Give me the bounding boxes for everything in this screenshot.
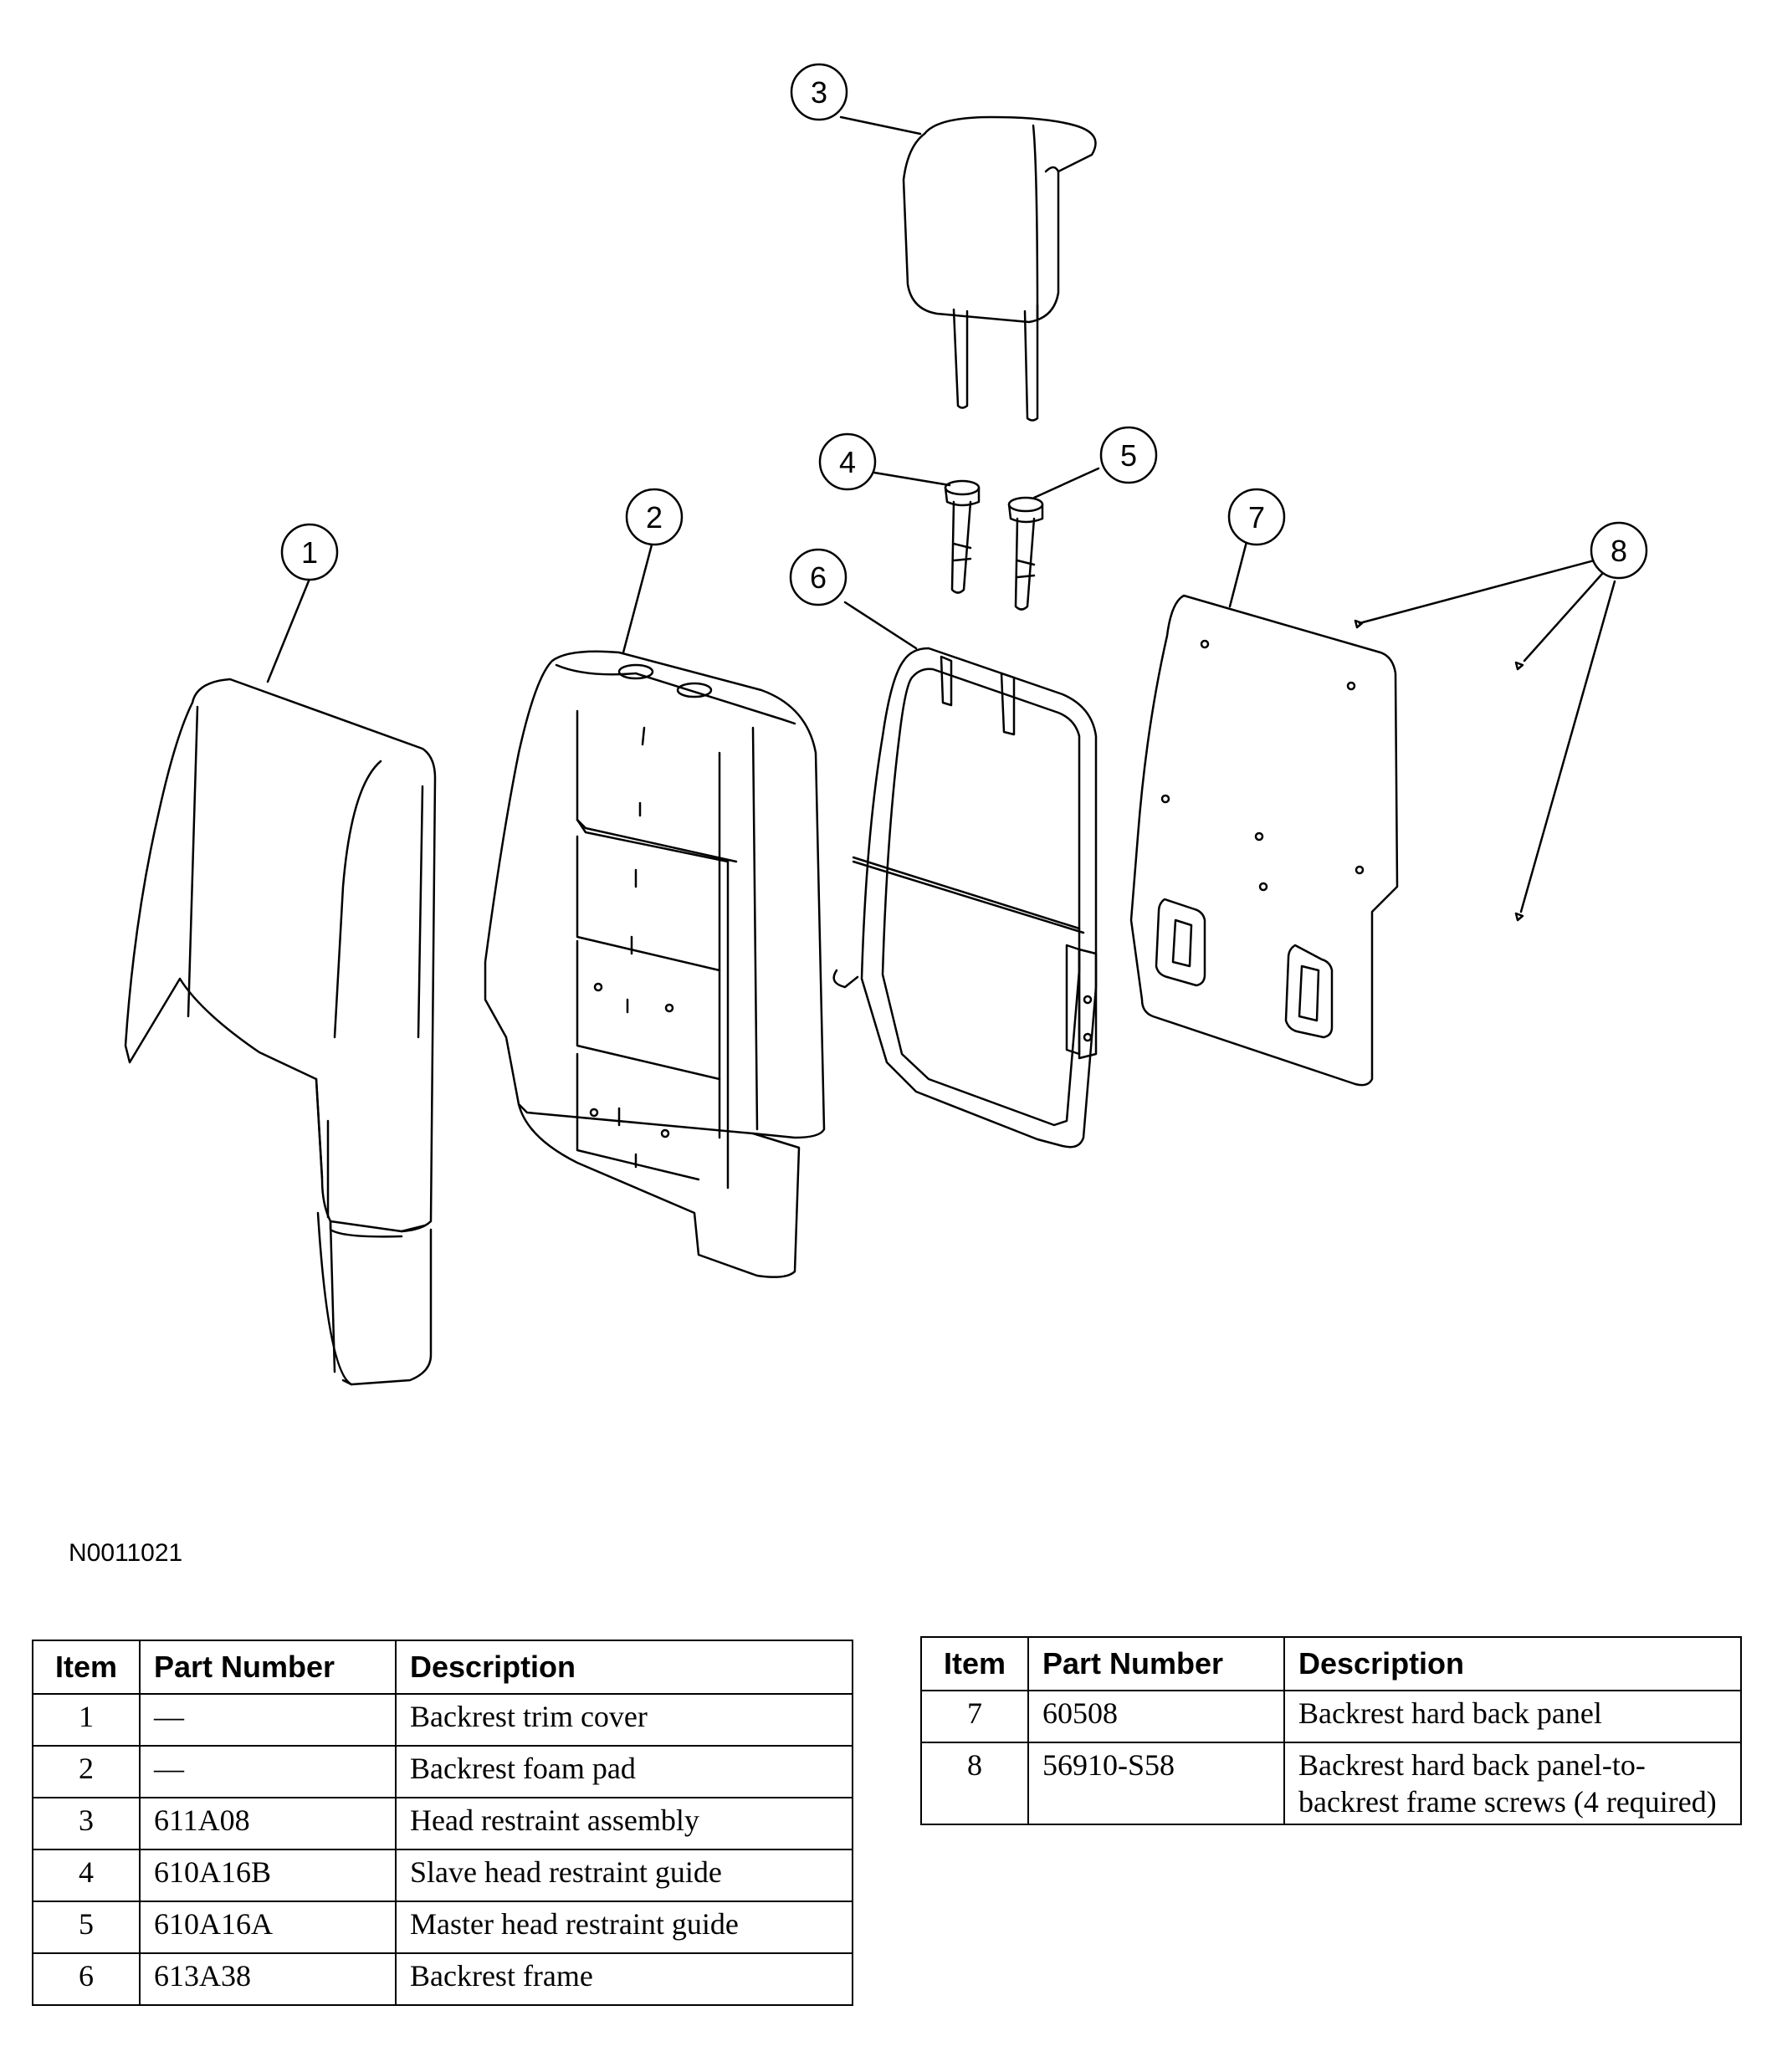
description-cell: Backrest foam pad bbox=[395, 1745, 853, 1798]
backrest-frame bbox=[832, 647, 1098, 1149]
table-row: 4 610A16B Slave head restraint guide bbox=[32, 1849, 853, 1902]
callout-4: 4 bbox=[818, 432, 877, 491]
backrest-hard-back-panel bbox=[1129, 594, 1399, 1087]
svg-text:5: 5 bbox=[1120, 438, 1137, 473]
description-cell: Backrest frame bbox=[395, 1952, 853, 2006]
backrest-foam-pad bbox=[484, 650, 826, 1278]
callout-6: 6 bbox=[789, 548, 848, 606]
hard-back-panel-screws bbox=[1354, 619, 1524, 922]
header-part-number: Part Number bbox=[1027, 1636, 1285, 1691]
backrest-trim-cover bbox=[124, 678, 437, 1386]
table-row: 6 613A38 Backrest frame bbox=[32, 1952, 853, 2006]
table-row: 3 611A08 Head restraint assembly bbox=[32, 1797, 853, 1850]
header-description: Description bbox=[1283, 1636, 1742, 1691]
item-cell: 2 bbox=[32, 1745, 141, 1798]
slave-head-restraint-guide bbox=[944, 479, 981, 594]
table-row: 5 610A16A Master head restraint guide bbox=[32, 1901, 853, 1954]
callout-8: 8 bbox=[1590, 521, 1648, 580]
parts-table-right: Item Part Number Description 7 60508 Bac… bbox=[920, 1636, 1742, 1825]
description-cell: Slave head restraint guide bbox=[395, 1849, 853, 1902]
svg-text:8: 8 bbox=[1611, 534, 1627, 568]
table-header-row: Item Part Number Description bbox=[920, 1636, 1742, 1691]
item-cell: 7 bbox=[920, 1690, 1029, 1743]
master-head-restraint-guide bbox=[1007, 496, 1044, 611]
callout-3: 3 bbox=[790, 63, 848, 121]
item-cell: 6 bbox=[32, 1952, 141, 2006]
header-description: Description bbox=[395, 1640, 853, 1695]
item-cell: 4 bbox=[32, 1849, 141, 1902]
part-number-cell: 60508 bbox=[1027, 1690, 1285, 1743]
callout-1: 1 bbox=[280, 523, 339, 581]
header-part-number: Part Number bbox=[139, 1640, 397, 1695]
table-row: 2 — Backrest foam pad bbox=[32, 1745, 853, 1798]
svg-text:3: 3 bbox=[811, 75, 827, 110]
description-cell: Head restraint assembly bbox=[395, 1797, 853, 1850]
exploded-view-diagram: 1 2 3 4 5 6 7 8 bbox=[124, 63, 1648, 1386]
part-number-cell: — bbox=[139, 1745, 397, 1798]
callout-2: 2 bbox=[625, 488, 684, 546]
part-number-cell: — bbox=[139, 1693, 397, 1747]
callout-7: 7 bbox=[1227, 488, 1286, 546]
header-item: Item bbox=[920, 1636, 1029, 1691]
svg-text:6: 6 bbox=[810, 560, 827, 595]
svg-text:7: 7 bbox=[1248, 500, 1265, 535]
svg-text:4: 4 bbox=[839, 445, 856, 479]
part-number-cell: 610A16A bbox=[139, 1901, 397, 1954]
leader-lines bbox=[266, 115, 1616, 913]
part-number-cell: 611A08 bbox=[139, 1797, 397, 1850]
description-cell: Master head restraint guide bbox=[395, 1901, 853, 1954]
item-cell: 3 bbox=[32, 1797, 141, 1850]
description-cell: Backrest trim cover bbox=[395, 1693, 853, 1747]
item-cell: 5 bbox=[32, 1901, 141, 1954]
part-number-cell: 56910-S58 bbox=[1027, 1742, 1285, 1825]
table-row: 1 — Backrest trim cover bbox=[32, 1693, 853, 1747]
description-cell: Backrest hard back panel-to-backrest fra… bbox=[1283, 1742, 1742, 1825]
description-cell: Backrest hard back panel bbox=[1283, 1690, 1742, 1743]
part-number-cell: 613A38 bbox=[139, 1952, 397, 2006]
callout-5: 5 bbox=[1099, 426, 1158, 484]
table-row: 8 56910-S58 Backrest hard back panel-to-… bbox=[920, 1742, 1742, 1825]
item-cell: 1 bbox=[32, 1693, 141, 1747]
table-header-row: Item Part Number Description bbox=[32, 1640, 853, 1695]
header-item: Item bbox=[32, 1640, 141, 1695]
part-number-cell: 610A16B bbox=[139, 1849, 397, 1902]
head-restraint-assembly bbox=[902, 115, 1097, 422]
item-cell: 8 bbox=[920, 1742, 1029, 1825]
svg-text:1: 1 bbox=[301, 535, 318, 570]
figure-id: N0011021 bbox=[69, 1539, 183, 1567]
parts-table-left: Item Part Number Description 1 — Backres… bbox=[32, 1640, 853, 2006]
callouts: 1 2 3 4 5 6 7 8 bbox=[280, 63, 1648, 606]
svg-text:2: 2 bbox=[646, 500, 663, 535]
table-row: 7 60508 Backrest hard back panel bbox=[920, 1690, 1742, 1743]
